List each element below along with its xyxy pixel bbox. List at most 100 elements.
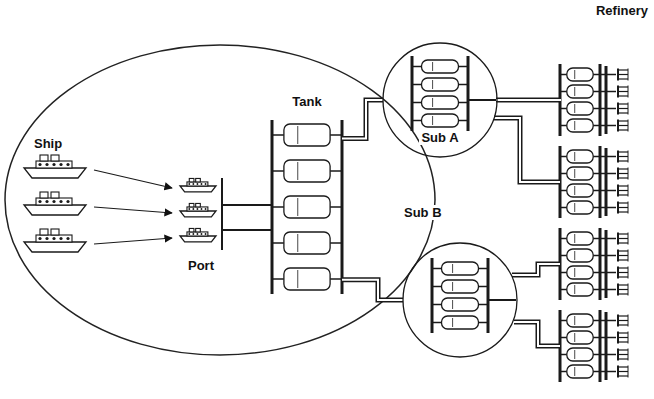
tank-symbol [284,268,330,290]
refinery-unit [618,103,628,104]
tank-pipe [593,320,600,322]
tank-pipe [560,272,567,274]
tank-pipe [330,242,342,244]
terminal-region [5,45,435,355]
tank-pipe [593,173,600,175]
refinery-unit [618,320,628,321]
tank-pipe [560,108,567,110]
refinery-pipe [600,371,606,373]
tank-seam [574,350,575,359]
illustration-group [24,56,628,382]
node-label: Refinery [594,3,650,18]
sub-pipe [468,99,496,101]
refinery-pipe [606,255,616,257]
tank-pipe [593,74,600,76]
refinery-unit [628,168,629,180]
tank-seam [297,162,298,180]
ship-window [45,237,48,240]
refinery-unit [618,173,628,174]
tank-pipe [330,278,342,280]
refinery-pipe [600,289,606,291]
refinery-unit [628,103,629,115]
refinery-pipe [600,173,606,175]
tank-pipe [593,108,600,110]
tank-symbol [567,249,593,262]
ship-window [205,208,207,210]
ship-bridge [51,155,59,161]
tank-pipe [593,371,600,373]
ship-window [59,163,62,166]
pipeline-connector [342,280,403,300]
tank-pipe [560,91,567,93]
refinery-pipe [606,289,616,291]
tank-pipe [330,134,342,136]
sub-pipe [488,299,516,301]
ship-window [196,208,198,210]
refinery-unit [618,74,628,75]
tank-symbol [567,348,593,361]
region-circle [383,43,497,157]
refinery-unit [618,69,628,70]
tank-pipe [458,120,468,122]
tank-pipe [560,207,567,209]
tank-pipe [478,304,488,306]
ship-window [205,183,207,185]
ship-window [201,208,203,210]
tank-pipe [432,286,442,288]
tank-pipe [412,102,422,104]
refinery-pipe [606,74,616,76]
tank-seam [297,126,298,144]
tank-pipe [593,289,600,291]
refinery-unit [618,375,628,376]
refinery-unit [618,276,628,277]
refinery-unit [618,366,628,367]
ship-arrow [94,170,172,188]
substation-circle: Sub B [402,205,520,360]
tank-pipe [560,337,567,339]
refinery-unit [618,108,628,109]
refinery-header [605,148,608,216]
tank-pipe [560,238,567,240]
refinery-pipe [606,91,616,93]
tank-symbol [422,78,459,91]
ship-hull [24,205,86,215]
tank-symbol [567,119,593,132]
refinery-unit [628,284,629,296]
tank-pipe [272,278,284,280]
tank-seam [574,203,575,212]
refinery-pipe [606,337,616,339]
ship-window [52,163,55,166]
tank-seam [297,234,298,252]
ship-window [201,233,203,235]
refinery-unit [618,156,628,157]
refinery-unit [628,86,629,98]
tank-seam [574,333,575,342]
tank-pipe [478,322,488,324]
pipeline-connector [342,100,383,139]
tank-symbol [422,114,459,127]
ship-window [201,183,203,185]
refinery-unit [618,371,628,372]
refinery-unit [618,177,628,178]
tank-seam [432,80,433,89]
node-label: Sub A [419,130,460,145]
refinery-pipe [606,371,616,373]
tank-symbol [567,102,593,115]
part-label: Port [186,258,216,273]
refinery-unit [618,129,628,130]
tank-symbol [567,266,593,279]
tank-seam [574,316,575,325]
tank-pipe [593,354,600,356]
refinery-unit [618,341,628,342]
ship-bridge [40,155,48,161]
tank-pipe [458,84,468,86]
tank-seam [574,285,575,294]
refinery-unit [618,255,628,256]
tank-pipe [560,289,567,291]
tank-seam [432,116,433,125]
ship-bridge [189,203,194,206]
tank-seam [574,104,575,113]
refinery-unit [628,250,629,262]
tank-pipe [593,255,600,257]
ship-window [196,183,198,185]
